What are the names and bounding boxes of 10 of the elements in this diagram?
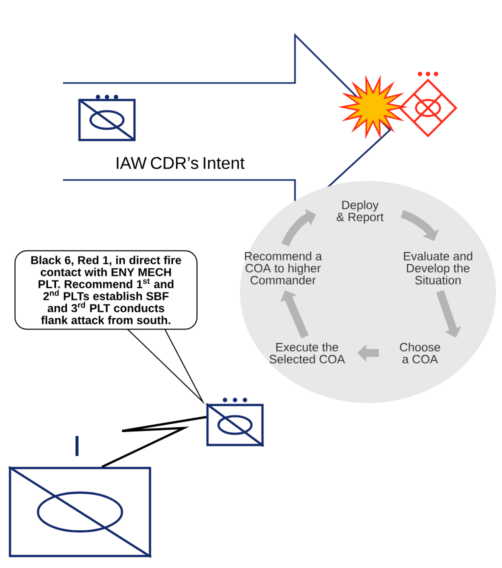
unit-symbol <box>8 436 152 558</box>
speech-bubble: Black 6, Red 1, in direct fire contact with ENY MECH PLT. Recommend 1$^{st}$ and 2$^{nd}$ PLTs establish SBF and 3$^{rd}$ PLT conducts flank attack from south. <box>14 250 205 404</box>
radio-link <box>102 416 207 468</box>
unit-symbol <box>206 398 264 447</box>
step-label: Deploy & Report <box>336 200 384 224</box>
cycle-ellipse <box>240 181 496 403</box>
step-label: Execute the Selected COA <box>270 342 345 364</box>
step-label: Choose a COA <box>400 342 440 364</box>
step-label: Recommend a COA to higher Commander <box>244 252 322 284</box>
step-label: Evaluate and Develop the Situation <box>404 252 472 284</box>
